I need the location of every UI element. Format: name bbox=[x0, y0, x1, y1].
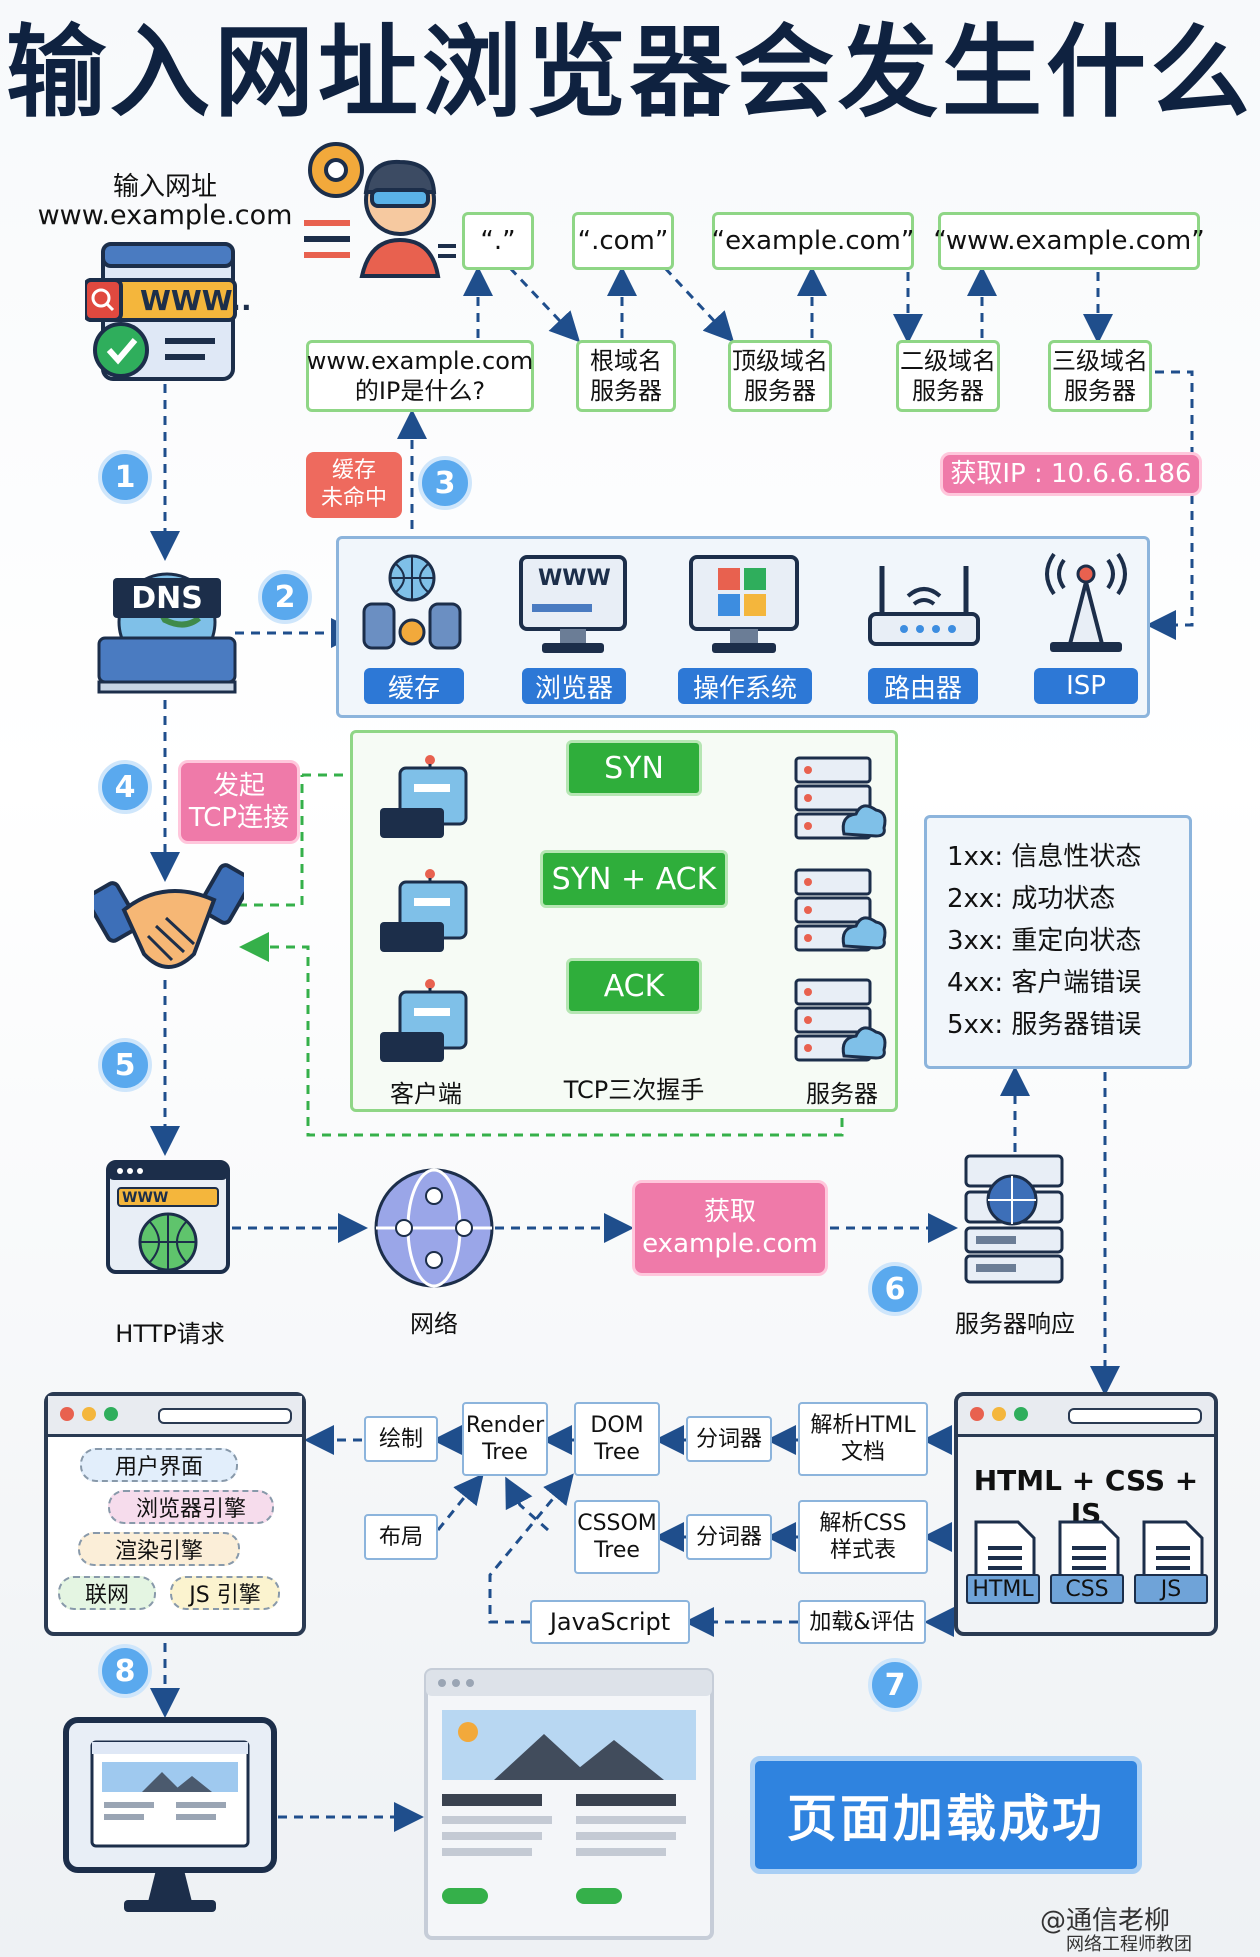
router-icon bbox=[864, 556, 984, 656]
step-3-badge: 3 bbox=[418, 456, 472, 510]
syn-ack-packet: SYN + ACK bbox=[540, 850, 728, 908]
js-file-icon bbox=[1134, 1520, 1210, 1604]
step-1-badge: 1 bbox=[98, 450, 152, 504]
desktop-monitor-icon bbox=[62, 1716, 278, 1916]
ip-result-badge: 获取IP : 10.6.6.186 bbox=[940, 452, 1202, 496]
developer-icon bbox=[300, 140, 460, 280]
page-loaded-success-banner: 页面加载成功 bbox=[750, 1756, 1142, 1874]
server-label: 服务器 bbox=[806, 1080, 878, 1108]
network-label: 网络 bbox=[410, 1310, 458, 1338]
server-rack-icon bbox=[792, 866, 888, 958]
loaded-page-mockup bbox=[424, 1668, 714, 1940]
browser-part-ui: 用户界面 bbox=[80, 1448, 238, 1482]
ack-packet: ACK bbox=[566, 958, 702, 1014]
browser-label: 浏览器 bbox=[522, 668, 626, 704]
status-1xx: 1xx: 信息性状态 bbox=[947, 842, 1142, 872]
dns-question-box: www.example.com 的IP是什么? bbox=[306, 340, 534, 412]
javascript-step: JavaScript bbox=[530, 1600, 690, 1644]
cache-miss-badge: 缓存 未命中 bbox=[306, 452, 402, 518]
cache-database-icon bbox=[360, 552, 464, 656]
client-computer-icon bbox=[378, 752, 474, 844]
arrow-third-server-to-isp bbox=[1146, 370, 1194, 640]
isp-label: ISP bbox=[1034, 668, 1138, 704]
paint-step: 绘制 bbox=[364, 1416, 438, 1462]
http-request-bar-text: WWW bbox=[122, 1190, 169, 1206]
browser-window-icon bbox=[83, 240, 240, 385]
status-5xx: 5xx: 服务器错误 bbox=[947, 1010, 1142, 1040]
dom-tree-step: DOM Tree bbox=[574, 1402, 660, 1476]
operating-system-icon bbox=[688, 554, 800, 656]
fetch-example-badge: 获取 example.com bbox=[632, 1180, 828, 1276]
watermark-text: @通信老柳 bbox=[1040, 1906, 1171, 1936]
layout-step: 布局 bbox=[364, 1514, 438, 1560]
browser-monitor-icon bbox=[518, 554, 628, 656]
second-level-server-box: 二级域名 服务器 bbox=[896, 340, 1000, 412]
domain-root: “.” bbox=[462, 212, 534, 270]
tokenizer-html-step: 分词器 bbox=[686, 1416, 772, 1462]
handshake-icon bbox=[85, 856, 253, 986]
browser-part-js-engine: JS 引擎 bbox=[170, 1576, 280, 1610]
status-codes-panel: 1xx: 信息性状态 2xx: 成功状态 3xx: 重定向状态 4xx: 客户端… bbox=[924, 815, 1192, 1069]
status-3xx: 3xx: 重定向状态 bbox=[947, 926, 1142, 956]
http-request-label: HTTP请求 bbox=[115, 1320, 225, 1348]
cssom-tree-step: CSSOM Tree bbox=[574, 1500, 660, 1574]
server-response-label: 服务器响应 bbox=[955, 1310, 1075, 1338]
root-server-box: 根域名 服务器 bbox=[576, 340, 676, 412]
syn-packet: SYN bbox=[566, 740, 702, 796]
dns-label: DNS bbox=[131, 580, 203, 616]
dns-icon bbox=[95, 560, 240, 695]
os-label: 操作系统 bbox=[678, 668, 812, 704]
parse-css-step: 解析CSS 样式表 bbox=[798, 1500, 928, 1574]
initiate-tcp-badge: 发起 TCP连接 bbox=[178, 760, 300, 844]
client-computer-icon bbox=[378, 866, 474, 958]
network-globe-icon bbox=[372, 1166, 496, 1290]
watermark-subtext: 网络工程师教团 bbox=[1066, 1934, 1192, 1955]
browser-part-rendering-engine: 渲染引擎 bbox=[78, 1532, 240, 1566]
css-file-label: CSS bbox=[1050, 1574, 1124, 1604]
server-rack-icon bbox=[792, 754, 888, 846]
tcp-caption: TCP三次握手 bbox=[563, 1076, 705, 1104]
browser-icon-text: WWW bbox=[538, 566, 611, 591]
cache-label: 缓存 bbox=[364, 668, 464, 704]
arrow-com-to-tld-server bbox=[663, 266, 735, 343]
page-title: 输入网址浏览器会发生什么 bbox=[6, 14, 1254, 131]
step-2-badge: 2 bbox=[258, 570, 312, 624]
response-server-icon bbox=[952, 1152, 1076, 1286]
step-5-badge: 5 bbox=[98, 1038, 152, 1092]
step-7-badge: 7 bbox=[868, 1658, 922, 1712]
client-label: 客户端 bbox=[390, 1080, 462, 1108]
load-evaluate-step: 加载&评估 bbox=[798, 1600, 926, 1644]
browser-part-engine: 浏览器引擎 bbox=[108, 1490, 274, 1524]
arrow-cssom-to-render bbox=[505, 1476, 549, 1532]
domain-com: “.com” bbox=[572, 212, 674, 270]
input-url-text: www.example.com bbox=[37, 200, 293, 231]
js-file-label: JS bbox=[1134, 1574, 1208, 1604]
tld-server-box: 顶级域名 服务器 bbox=[728, 340, 832, 412]
status-4xx: 4xx: 客户端错误 bbox=[947, 968, 1142, 998]
arrow-root-domain-to-root-server bbox=[508, 266, 581, 343]
step-4-badge: 4 bbox=[98, 760, 152, 814]
domain-example: “example.com” bbox=[712, 212, 914, 270]
arrow-layout-to-render bbox=[436, 1473, 484, 1531]
status-2xx: 2xx: 成功状态 bbox=[947, 884, 1116, 914]
css-file-icon bbox=[1050, 1520, 1126, 1604]
html-file-label: HTML bbox=[966, 1574, 1040, 1604]
router-label: 路由器 bbox=[868, 668, 978, 704]
http-request-icon bbox=[104, 1158, 234, 1286]
tokenizer-css-step: 分词器 bbox=[686, 1514, 772, 1560]
render-tree-step: Render Tree bbox=[462, 1402, 548, 1476]
domain-www-example: “www.example.com” bbox=[933, 212, 1205, 270]
step-6-badge: 6 bbox=[868, 1262, 922, 1316]
parse-html-step: 解析HTML 文档 bbox=[798, 1402, 928, 1476]
third-level-server-box: 三级域名 服务器 bbox=[1048, 340, 1152, 412]
html-file-icon bbox=[966, 1520, 1042, 1604]
client-computer-icon bbox=[378, 976, 474, 1068]
server-rack-icon bbox=[792, 976, 888, 1068]
browser-part-networking: 联网 bbox=[58, 1576, 156, 1610]
www-bar-text: WWW.. bbox=[140, 283, 252, 317]
step-8-badge: 8 bbox=[98, 1644, 152, 1698]
input-url-label: 输入网址 bbox=[112, 172, 217, 202]
isp-tower-icon bbox=[1034, 548, 1138, 656]
